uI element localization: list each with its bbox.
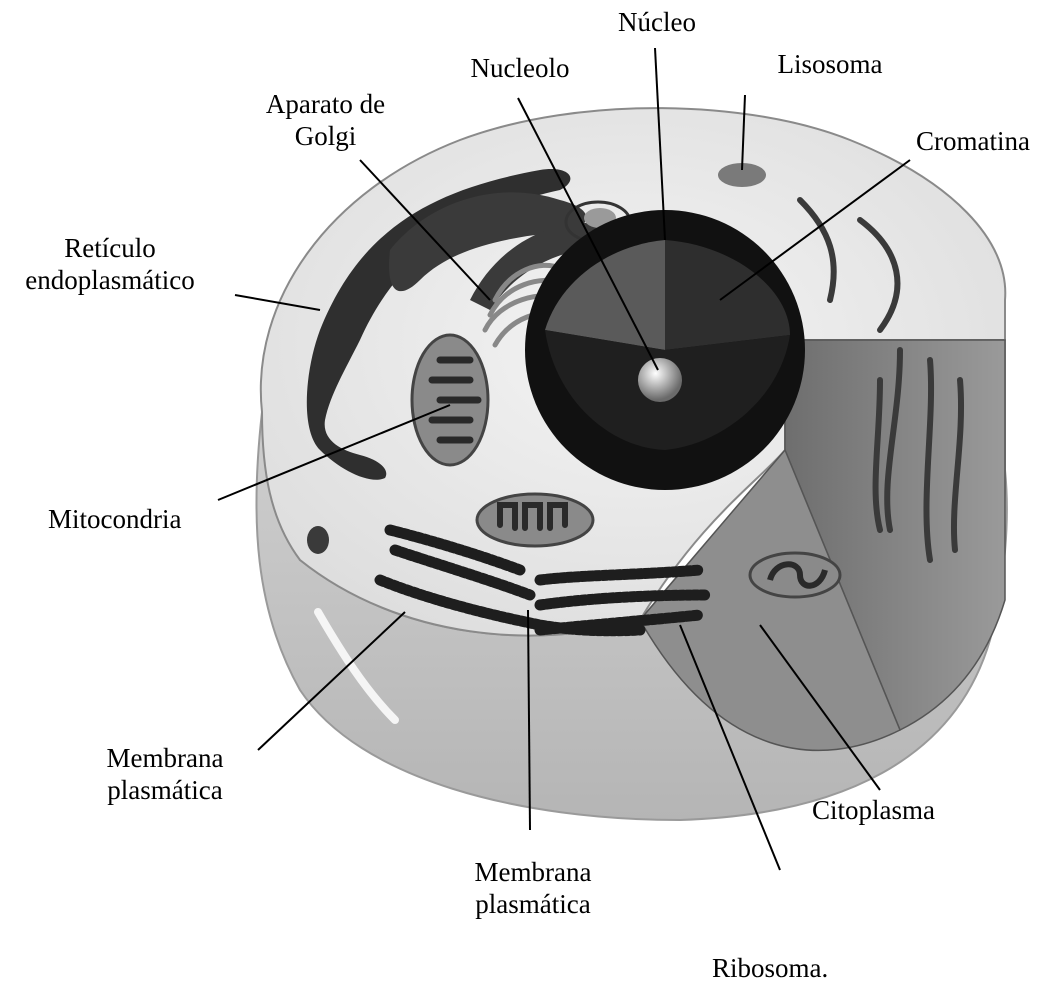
label-mitocondria: Mitocondria [48,503,181,535]
nucleolus [638,358,682,402]
label-citoplasma: Citoplasma [812,794,935,826]
label-ribosoma: Ribosoma. [712,952,828,984]
nucleus [525,210,805,490]
label-lisosoma: Lisosoma [770,48,890,80]
label-nucleolo: Nucleolo [445,52,595,84]
label-membrana-left: Membrana plasmática [90,742,240,806]
label-reticulo: Retículo endoplasmático [0,232,220,296]
side-pore [307,526,329,554]
label-aparato-golgi: Aparato de Golgi [258,88,393,152]
label-nucleo: Núcleo [602,6,712,38]
mitochondria-1 [412,335,488,465]
label-cromatina: Cromatina [916,125,1030,157]
mitochondria-3 [750,553,840,597]
label-membrana-bottom: Membrana plasmática [458,856,608,920]
mitochondria-2 [477,494,593,546]
